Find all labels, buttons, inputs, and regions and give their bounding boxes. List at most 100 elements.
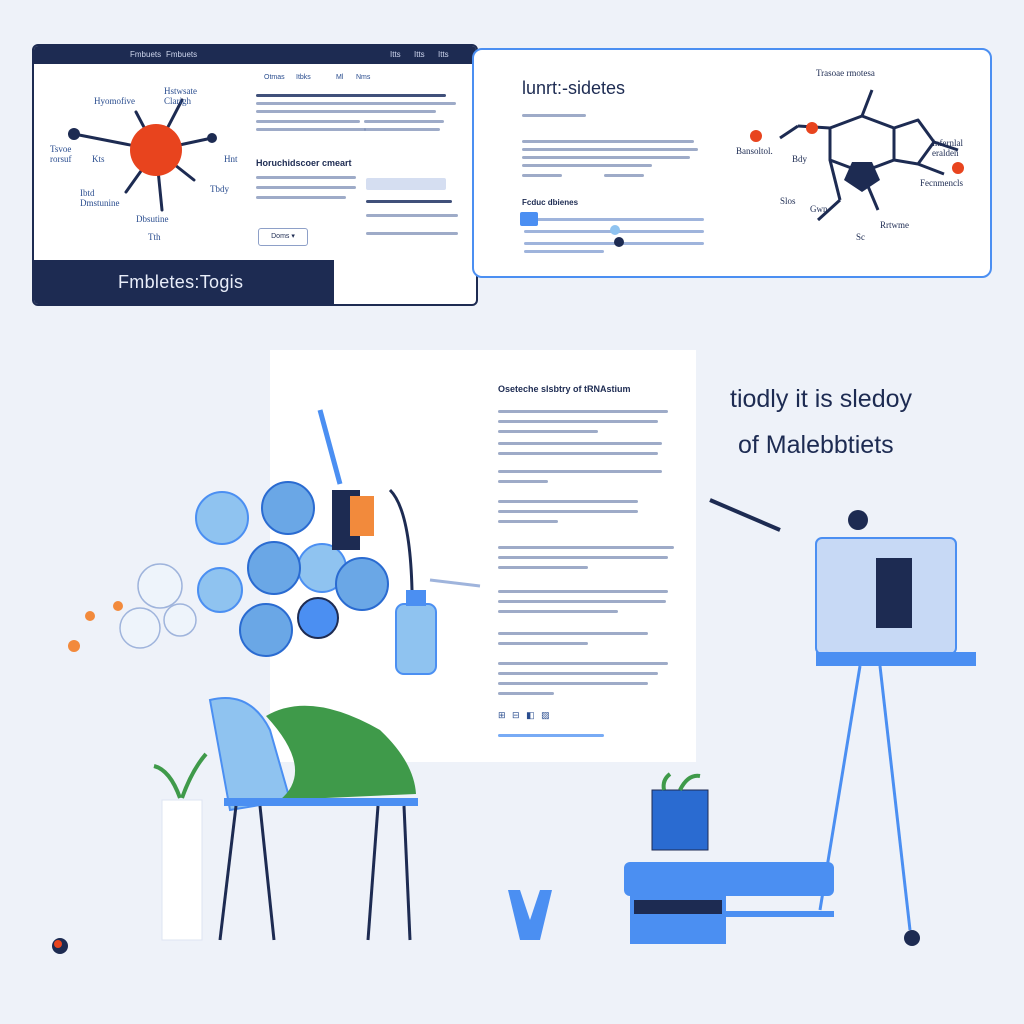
article-pager[interactable]: ⊞ ⊟ ◧ ▨ bbox=[498, 710, 552, 720]
desk-scene-left bbox=[153, 697, 418, 941]
desk-scene-right bbox=[624, 498, 976, 946]
slider-handle[interactable] bbox=[520, 212, 538, 226]
text-line bbox=[522, 140, 694, 143]
text-line bbox=[522, 156, 690, 159]
molecule-label: Hstwsate Clarigh bbox=[164, 86, 197, 106]
text-line bbox=[498, 642, 588, 645]
text-line bbox=[498, 442, 662, 445]
molecule-label: Hnt bbox=[224, 154, 238, 164]
text-line bbox=[498, 452, 658, 455]
lab-illustration bbox=[68, 409, 481, 675]
text-line bbox=[364, 120, 444, 123]
menu-item[interactable]: Itbks bbox=[296, 74, 311, 81]
molecule-label: Tth bbox=[148, 232, 161, 242]
text-line bbox=[498, 662, 668, 665]
molecule-label: Infernlal eralden bbox=[932, 138, 963, 158]
menu-item[interactable]: Otmas bbox=[264, 74, 285, 81]
text-line bbox=[498, 556, 668, 559]
text-line bbox=[256, 110, 436, 113]
window-footer: Fmbletes:Togis bbox=[34, 260, 334, 304]
text-line bbox=[498, 590, 668, 593]
divider bbox=[498, 734, 604, 737]
article-panel: Oseteche slsbtry of tRNAstium ⊞ ⊟ ◧ ▨ bbox=[270, 350, 696, 762]
text-line bbox=[498, 470, 662, 473]
text-line bbox=[256, 94, 446, 97]
text-line bbox=[498, 420, 658, 423]
text-line bbox=[498, 692, 554, 695]
text-line bbox=[498, 672, 658, 675]
nav-item[interactable]: Fmbuets bbox=[166, 50, 198, 59]
slider-track[interactable] bbox=[524, 250, 604, 253]
molecule-label: Dbsutine bbox=[136, 214, 169, 224]
molecule-label: Hyomofive bbox=[94, 96, 135, 106]
text-line bbox=[522, 114, 586, 117]
molecule-label: Trasoae rmotesa bbox=[816, 68, 875, 78]
text-line bbox=[256, 196, 346, 199]
nav-item[interactable]: Itts bbox=[414, 50, 425, 59]
molecule-label: Bdy bbox=[792, 154, 808, 164]
slider-handle[interactable] bbox=[614, 237, 624, 247]
structure-viewer-window: lunrt:-sidetes Fcduc dbienes Trasoae rmo… bbox=[472, 48, 992, 278]
molecule-diagram bbox=[68, 98, 217, 212]
text-line bbox=[604, 174, 644, 177]
text-line bbox=[498, 500, 638, 503]
text-line bbox=[256, 120, 360, 123]
text-line bbox=[366, 200, 452, 203]
headline: tiodly it is sledoy of Malebbtiets bbox=[730, 376, 1010, 468]
molecule-label: Ibtd Dmstunine bbox=[80, 188, 120, 208]
text-line bbox=[498, 610, 618, 613]
headline-line-1: tiodly it is sledoy bbox=[730, 385, 913, 413]
text-line bbox=[498, 430, 598, 433]
molecule-label: Tbdy bbox=[210, 184, 229, 194]
molecule-label: Gwn bbox=[810, 204, 828, 214]
text-line bbox=[522, 174, 562, 177]
decor-dot bbox=[52, 938, 68, 954]
text-line bbox=[522, 164, 652, 167]
decor-vase bbox=[508, 890, 552, 940]
ring-molecule-diagram bbox=[750, 89, 964, 222]
filter-label: Fcduc dbienes bbox=[522, 198, 579, 207]
text-line bbox=[498, 682, 648, 685]
article-heading: Oseteche slsbtry of tRNAstium bbox=[498, 384, 631, 394]
nav-item[interactable]: Itts bbox=[390, 50, 401, 59]
section-subheading: Horuchidscoer cmeart bbox=[256, 158, 352, 168]
flask bbox=[395, 603, 437, 675]
menu-item[interactable]: Nms bbox=[356, 74, 371, 81]
text-line bbox=[256, 176, 356, 179]
molecule-label: Kts bbox=[92, 154, 105, 164]
text-line bbox=[498, 546, 674, 549]
nav-item[interactable]: Fmbuets bbox=[130, 50, 162, 59]
slider-track[interactable] bbox=[524, 218, 704, 221]
molecule-label: Bansoltol. bbox=[736, 146, 773, 156]
text-line bbox=[364, 128, 440, 131]
window-titlebar: Fmbuets Fmbuets Itts Itts Itts bbox=[34, 46, 476, 64]
footer-title: Fmbletes:Togis bbox=[118, 272, 244, 292]
molecule-label: Slos bbox=[780, 196, 796, 206]
text-line bbox=[256, 128, 366, 131]
text-line bbox=[498, 520, 558, 523]
cell-cluster bbox=[119, 481, 389, 657]
text-block bbox=[366, 178, 446, 190]
slider-handle[interactable] bbox=[610, 225, 620, 235]
text-line bbox=[256, 186, 356, 189]
central-atom bbox=[130, 124, 182, 176]
text-line bbox=[498, 480, 548, 483]
molecule-label: Fecnmencls bbox=[920, 178, 963, 188]
text-line bbox=[498, 410, 668, 413]
molecule-viewer-window: Fmbuets Fmbuets Itts Itts Itts Otmas Itb… bbox=[32, 44, 478, 306]
text-line bbox=[366, 232, 458, 235]
nav-item[interactable]: Itts bbox=[438, 50, 449, 59]
text-line bbox=[256, 102, 456, 105]
text-line bbox=[498, 510, 638, 513]
text-line bbox=[498, 632, 648, 635]
text-line bbox=[498, 600, 666, 603]
molecule-label: Sc bbox=[856, 232, 865, 242]
molecule-label: Rrtwme bbox=[880, 220, 909, 230]
dropdown-button[interactable]: Doms ▾ bbox=[258, 228, 308, 246]
menu-item[interactable]: Ml bbox=[336, 74, 344, 81]
window-title: lunrt:-sidetes bbox=[522, 78, 626, 98]
text-line bbox=[522, 148, 698, 151]
text-line bbox=[366, 214, 458, 217]
headline-line-2: of Malebbtiets bbox=[738, 431, 894, 459]
molecule-label: Tsvoe rorsuf bbox=[50, 144, 72, 164]
